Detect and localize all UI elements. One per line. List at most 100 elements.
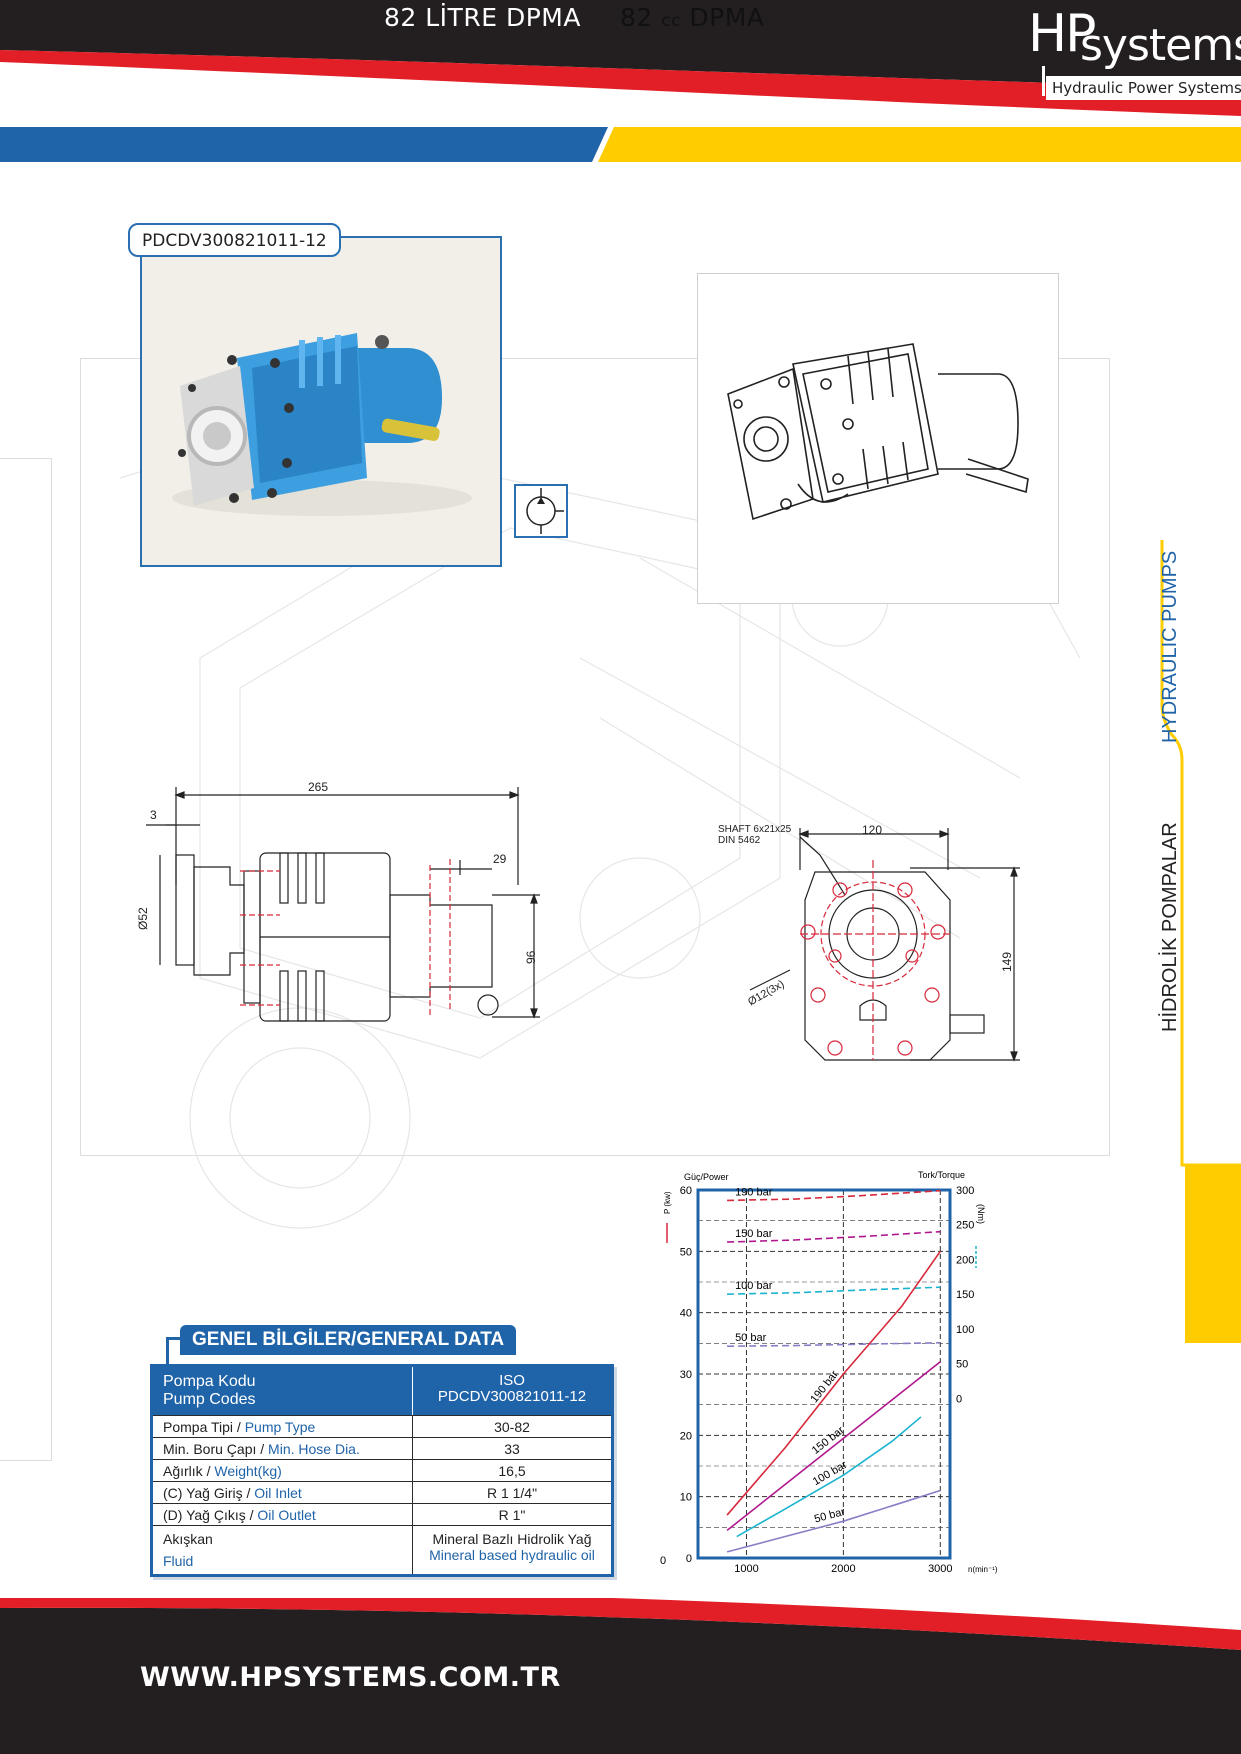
brand-divider [1042, 66, 1045, 96]
dim-bore: Ø52 [136, 907, 150, 930]
chart-frame [696, 1188, 952, 1560]
y2-tick-label: 200 [956, 1254, 974, 1266]
y2-tick-label: 100 [956, 1324, 974, 1336]
band-right-num: 82 [620, 3, 653, 32]
table-row: Min. Boru Çapı / Min. Hose Dia. 33 [153, 1437, 611, 1459]
dim-overall-length: 265 [308, 780, 329, 794]
band-title-left: 82 LİTRE DPMA [384, 3, 581, 32]
label-en: Pump Type [244, 1419, 316, 1435]
header-cell-pump-codes: Pompa Kodu Pump Codes [153, 1367, 413, 1415]
table-title: GENEL BİLGİLER/GENERAL DATA [180, 1325, 517, 1355]
side-label-hidrolik-pompalar: HİDROLİK POMPALAR [1159, 822, 1181, 1032]
brand-systems: systems [1080, 20, 1241, 71]
label-tr: (C) Yağ Giriş / [163, 1485, 255, 1501]
table-row: (C) Yağ Giriş / Oil Inlet R 1 1/4" [153, 1481, 611, 1503]
torque-curve [727, 1286, 941, 1295]
side-tab-outline [1160, 540, 1241, 1167]
header-iso: ISO [499, 1372, 525, 1389]
power-curve [726, 1361, 941, 1532]
y2-tick-label: 50 [956, 1359, 968, 1371]
fluid-value-tr: Mineral Bazlı Hidrolik Yağ [432, 1531, 592, 1547]
torque-curve [727, 1341, 941, 1348]
y2-tick-label: 150 [956, 1289, 974, 1301]
label-tr: Ağırlık / [163, 1463, 215, 1479]
brand-logo[interactable]: HP systems Hydraulic Power Systems [1028, 4, 1241, 100]
dim-shaft-offset: 29 [493, 852, 507, 866]
label-en: Oil Inlet [254, 1485, 302, 1501]
x-tick-label: 3000 [928, 1563, 952, 1575]
fluid-tr: Akışkan [163, 1531, 213, 1547]
y2-tick-label: 300 [956, 1185, 974, 1197]
y-tick-label: 0 [686, 1553, 692, 1565]
label-en: Weight(kg) [214, 1463, 282, 1479]
row-value: 16,5 [498, 1463, 526, 1479]
label-en: Min. Hose Dia. [268, 1441, 360, 1457]
pump-symbol-icon [526, 488, 564, 534]
header-pompa-kodu: Pompa Kodu [163, 1373, 256, 1390]
front-view-drawing [749, 828, 1020, 1062]
x-tick-label: 1000 [734, 1563, 758, 1575]
shaft-spec-line2: DIN 5462 [718, 835, 761, 846]
y2-tick-label: 0 [956, 1393, 962, 1405]
power-curve [726, 1489, 941, 1553]
pump-photo-illustration [172, 333, 472, 516]
y-origin-label: 0 [660, 1555, 666, 1567]
torque-curve-label: 100 bar [735, 1280, 773, 1292]
product-photo [140, 236, 502, 567]
band-right-suffix: DPMA [689, 3, 765, 32]
row-value: R 1" [498, 1507, 526, 1523]
torque-curve-label: 50 bar [735, 1332, 767, 1344]
row-value: 30-82 [494, 1419, 530, 1435]
label-en: Oil Outlet [257, 1507, 316, 1523]
row-label: Pompa Tipi / Pump Type [153, 1416, 413, 1437]
label-tr: Min. Boru Çapı / [163, 1441, 269, 1457]
brand-hp: HP [1028, 4, 1096, 64]
y-tick-label: 20 [680, 1430, 692, 1442]
header-cell-iso: ISO PDCDV300821011-12 [413, 1367, 611, 1415]
dim-flange-offset: 3 [150, 808, 157, 822]
row-value: R 1 1/4" [486, 1485, 538, 1501]
row-label: (D) Yağ Çıkış / Oil Outlet [153, 1504, 413, 1525]
left-axis-unit: P (kw) [663, 1191, 672, 1214]
row-label: Ağırlık / Weight(kg) [153, 1460, 413, 1481]
power-curve-label: 50 bar [813, 1506, 847, 1526]
fluid-value-en: Mineral based hydraulic oil [429, 1547, 595, 1563]
left-axis-title: Güç/Power [684, 1172, 729, 1182]
y-tick-label: 10 [680, 1492, 692, 1504]
row-value: 33 [504, 1441, 520, 1457]
torque-curve [727, 1189, 941, 1202]
product-code-tag: PDCDV300821011-12 [128, 223, 341, 257]
y-tick-label: 60 [680, 1185, 692, 1197]
label-tr: Pompa Tipi / [163, 1419, 245, 1435]
torque-curve-label: 150 bar [735, 1228, 773, 1240]
side-yellow-tab [1185, 1165, 1241, 1343]
band-right-unit: cc [661, 11, 681, 31]
isometric-drawing [697, 273, 1059, 604]
table-title-bracket [166, 1337, 182, 1389]
pump-line-drawing [727, 343, 1029, 521]
table-row: Ağırlık / Weight(kg) 16,5 [153, 1459, 611, 1481]
y2-tick-label: 250 [956, 1220, 974, 1232]
table-row: (D) Yağ Çıkış / Oil Outlet R 1" [153, 1503, 611, 1525]
side-label-hydraulic-pumps: HYDRAULIC PUMPS [1159, 550, 1181, 743]
dim-front-height: 149 [1000, 951, 1014, 972]
y-tick-label: 30 [680, 1369, 692, 1381]
drawing-frame [80, 358, 1110, 1156]
power-curve [736, 1416, 922, 1538]
dim-front-width: 120 [862, 823, 883, 837]
band-title-right: 82 cc DPMA [620, 0, 764, 35]
x-tick-label: 2000 [831, 1563, 855, 1575]
fluid-en: Fluid [163, 1553, 194, 1569]
table-row-fluid: Akışkan Fluid Mineral Bazlı Hidrolik Yağ… [153, 1525, 611, 1574]
power-curve [726, 1250, 941, 1516]
torque-curve [727, 1230, 941, 1243]
row-label: (C) Yağ Giriş / Oil Inlet [153, 1482, 413, 1503]
title-band [0, 127, 1241, 162]
shaft-spec-line1: SHAFT 6x21x25 [718, 824, 792, 835]
torque-curve-label: 190 bar [735, 1186, 773, 1198]
row-label-fluid: Akışkan Fluid [153, 1526, 413, 1574]
footer-url[interactable]: WWW.HPSYSTEMS.COM.TR [140, 1662, 561, 1693]
x-axis-title: n(min⁻¹) [968, 1565, 998, 1574]
right-axis-unit: (Nm) [976, 1204, 986, 1224]
